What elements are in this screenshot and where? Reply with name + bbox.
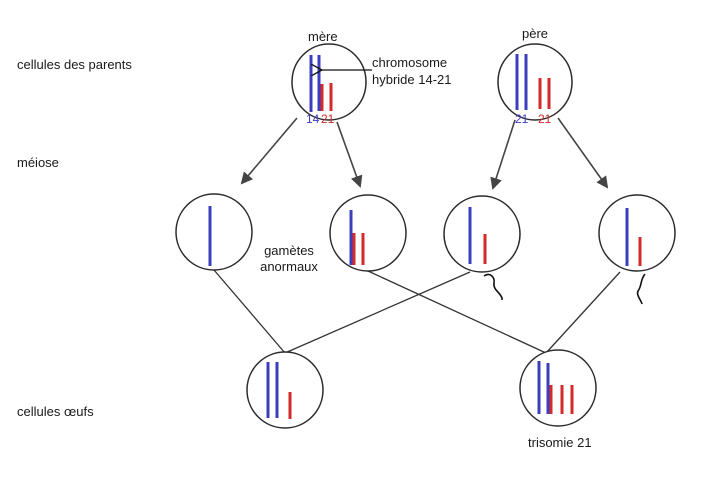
gamete-2 (329, 194, 407, 272)
father-label: père (522, 26, 549, 41)
gamete-1-outline (175, 193, 253, 271)
egg-cell-2-outline (519, 349, 597, 427)
egg-cell-1 (246, 351, 324, 429)
line-gamete1-to-egg1 (213, 269, 286, 354)
mother-number-14: 14 (306, 112, 320, 126)
gamete-3-outline (443, 195, 521, 273)
egg-cell-1-outline (246, 351, 324, 429)
father-number-21-red: 21 (538, 112, 552, 126)
mother-cell-outline (291, 43, 367, 121)
row-label-eggs: cellules œufs (17, 404, 94, 419)
line-gamete3-to-egg1 (284, 271, 471, 354)
gamete-1 (175, 193, 253, 271)
arrow-father-to-gamete-4 (557, 117, 609, 189)
gamete-3-tail (483, 273, 503, 300)
fertilization-lines (213, 269, 621, 354)
mother-cell (291, 43, 367, 121)
father-cell (497, 43, 573, 121)
trisomy-label: trisomie 21 (528, 435, 592, 450)
egg-cell-2 (519, 349, 597, 427)
father-number-21-blue: 21 (515, 112, 529, 126)
arrow-mother-to-gamete-1 (240, 117, 298, 185)
row-label-parents: cellules des parents (17, 57, 132, 72)
abnormal-gametes-line1: gamètes (264, 243, 314, 258)
gamete-4-outline (598, 194, 676, 272)
mother-label: mère (308, 29, 338, 44)
row-label-meiosis: méiose (17, 155, 59, 170)
hybrid-label-line1: chromosome (372, 55, 448, 70)
gamete-3 (443, 195, 521, 300)
gamete-4-tail (636, 273, 646, 305)
line-gamete4-to-egg2 (545, 271, 621, 354)
gamete-2-outline (329, 194, 407, 272)
arrow-father-to-gamete-3 (490, 119, 516, 190)
arrow-mother-to-gamete-2 (336, 121, 363, 188)
mother-number-21: 21 (321, 112, 335, 126)
meiosis-arrows (240, 117, 609, 190)
hybrid-label-line2: hybride 14-21 (372, 72, 452, 87)
gamete-4 (598, 194, 676, 305)
father-cell-outline (497, 43, 573, 121)
line-gamete2-to-egg2 (367, 270, 547, 354)
abnormal-gametes-line2: anormaux (260, 259, 318, 274)
